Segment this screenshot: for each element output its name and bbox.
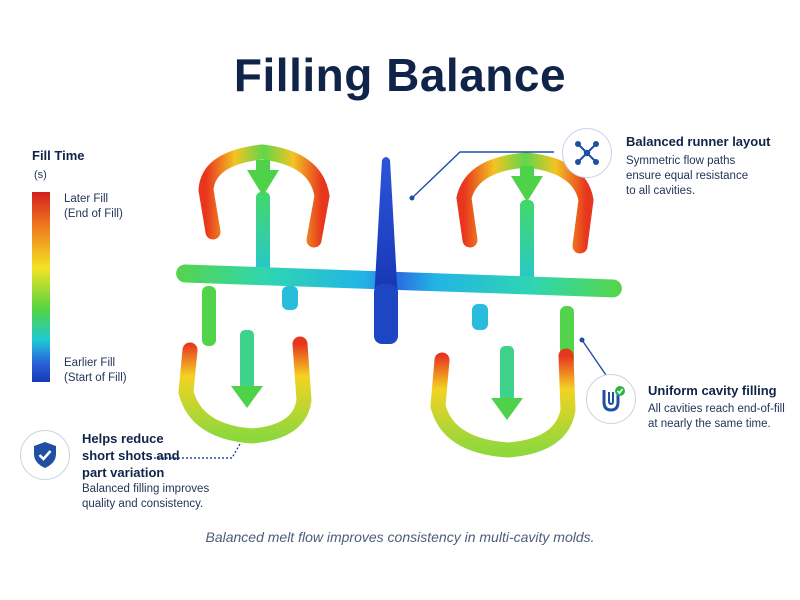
flow-arrow — [231, 386, 263, 408]
page-title: Filling Balance — [233, 49, 567, 101]
quality-callout-text: Balanced filling improves quality and co… — [82, 482, 209, 512]
cavity-top-left — [198, 144, 330, 274]
cavity-callout-line2: at nearly the same time. — [648, 418, 771, 430]
sprue — [374, 157, 398, 344]
legend-low-line2: (Start of Fill) — [64, 372, 127, 384]
legend-low-line1: Earlier Fill — [64, 357, 116, 369]
legend-high-line1: Later Fill — [64, 193, 109, 205]
flow-arrow — [247, 170, 279, 196]
cavity-bottom-left — [178, 330, 312, 444]
u-cavity-check-icon — [586, 374, 636, 424]
leader-line-cavity — [581, 339, 609, 379]
runner-callout-heading: Balanced runner layout — [626, 134, 771, 149]
runner-callout-line3: to all cavities. — [626, 185, 696, 197]
runner-callout-line1: Symmetric flow paths — [626, 155, 736, 167]
cavity-callout-line1: All cavities reach end-of-fill — [648, 403, 785, 415]
flow-arrow — [491, 398, 523, 420]
footer-caption: Balanced melt flow improves consistency … — [205, 529, 595, 545]
quality-heading-line1: Helps reduce — [82, 431, 164, 446]
quality-callout-line2: quality and consistency. — [82, 498, 204, 510]
network-nodes-icon — [562, 128, 612, 178]
cavity-top-right — [456, 152, 594, 286]
runner-callout-line2: ensure equal resistance — [626, 170, 749, 182]
leader-line-runner — [411, 151, 554, 199]
legend-low-label: Earlier Fill (Start of Fill) — [64, 356, 127, 386]
leader-line-quality — [150, 443, 241, 459]
legend-high-line2: (End of Fill) — [64, 208, 123, 220]
quality-heading-line2: short shots and — [82, 448, 180, 463]
quality-callout-line1: Balanced filling improves — [82, 483, 210, 495]
cavity-callout-heading: Uniform cavity filling — [648, 383, 777, 398]
runner-callout-text: Symmetric flow paths ensure equal resist… — [626, 154, 748, 199]
shield-check-icon — [20, 430, 70, 480]
cavity-callout-text: All cavities reach end-of-fill at nearly… — [648, 402, 785, 432]
cavity-bottom-right — [430, 346, 576, 458]
flow-arrow — [511, 176, 543, 202]
legend-unit: (s) — [34, 169, 47, 181]
quality-callout-heading: Helps reduce short shots and part variat… — [82, 430, 180, 481]
fill-time-color-scale — [32, 192, 50, 382]
legend-high-label: Later Fill (End of Fill) — [64, 192, 123, 222]
legend-title: Fill Time — [32, 148, 85, 163]
quality-heading-line3: part variation — [82, 465, 165, 480]
